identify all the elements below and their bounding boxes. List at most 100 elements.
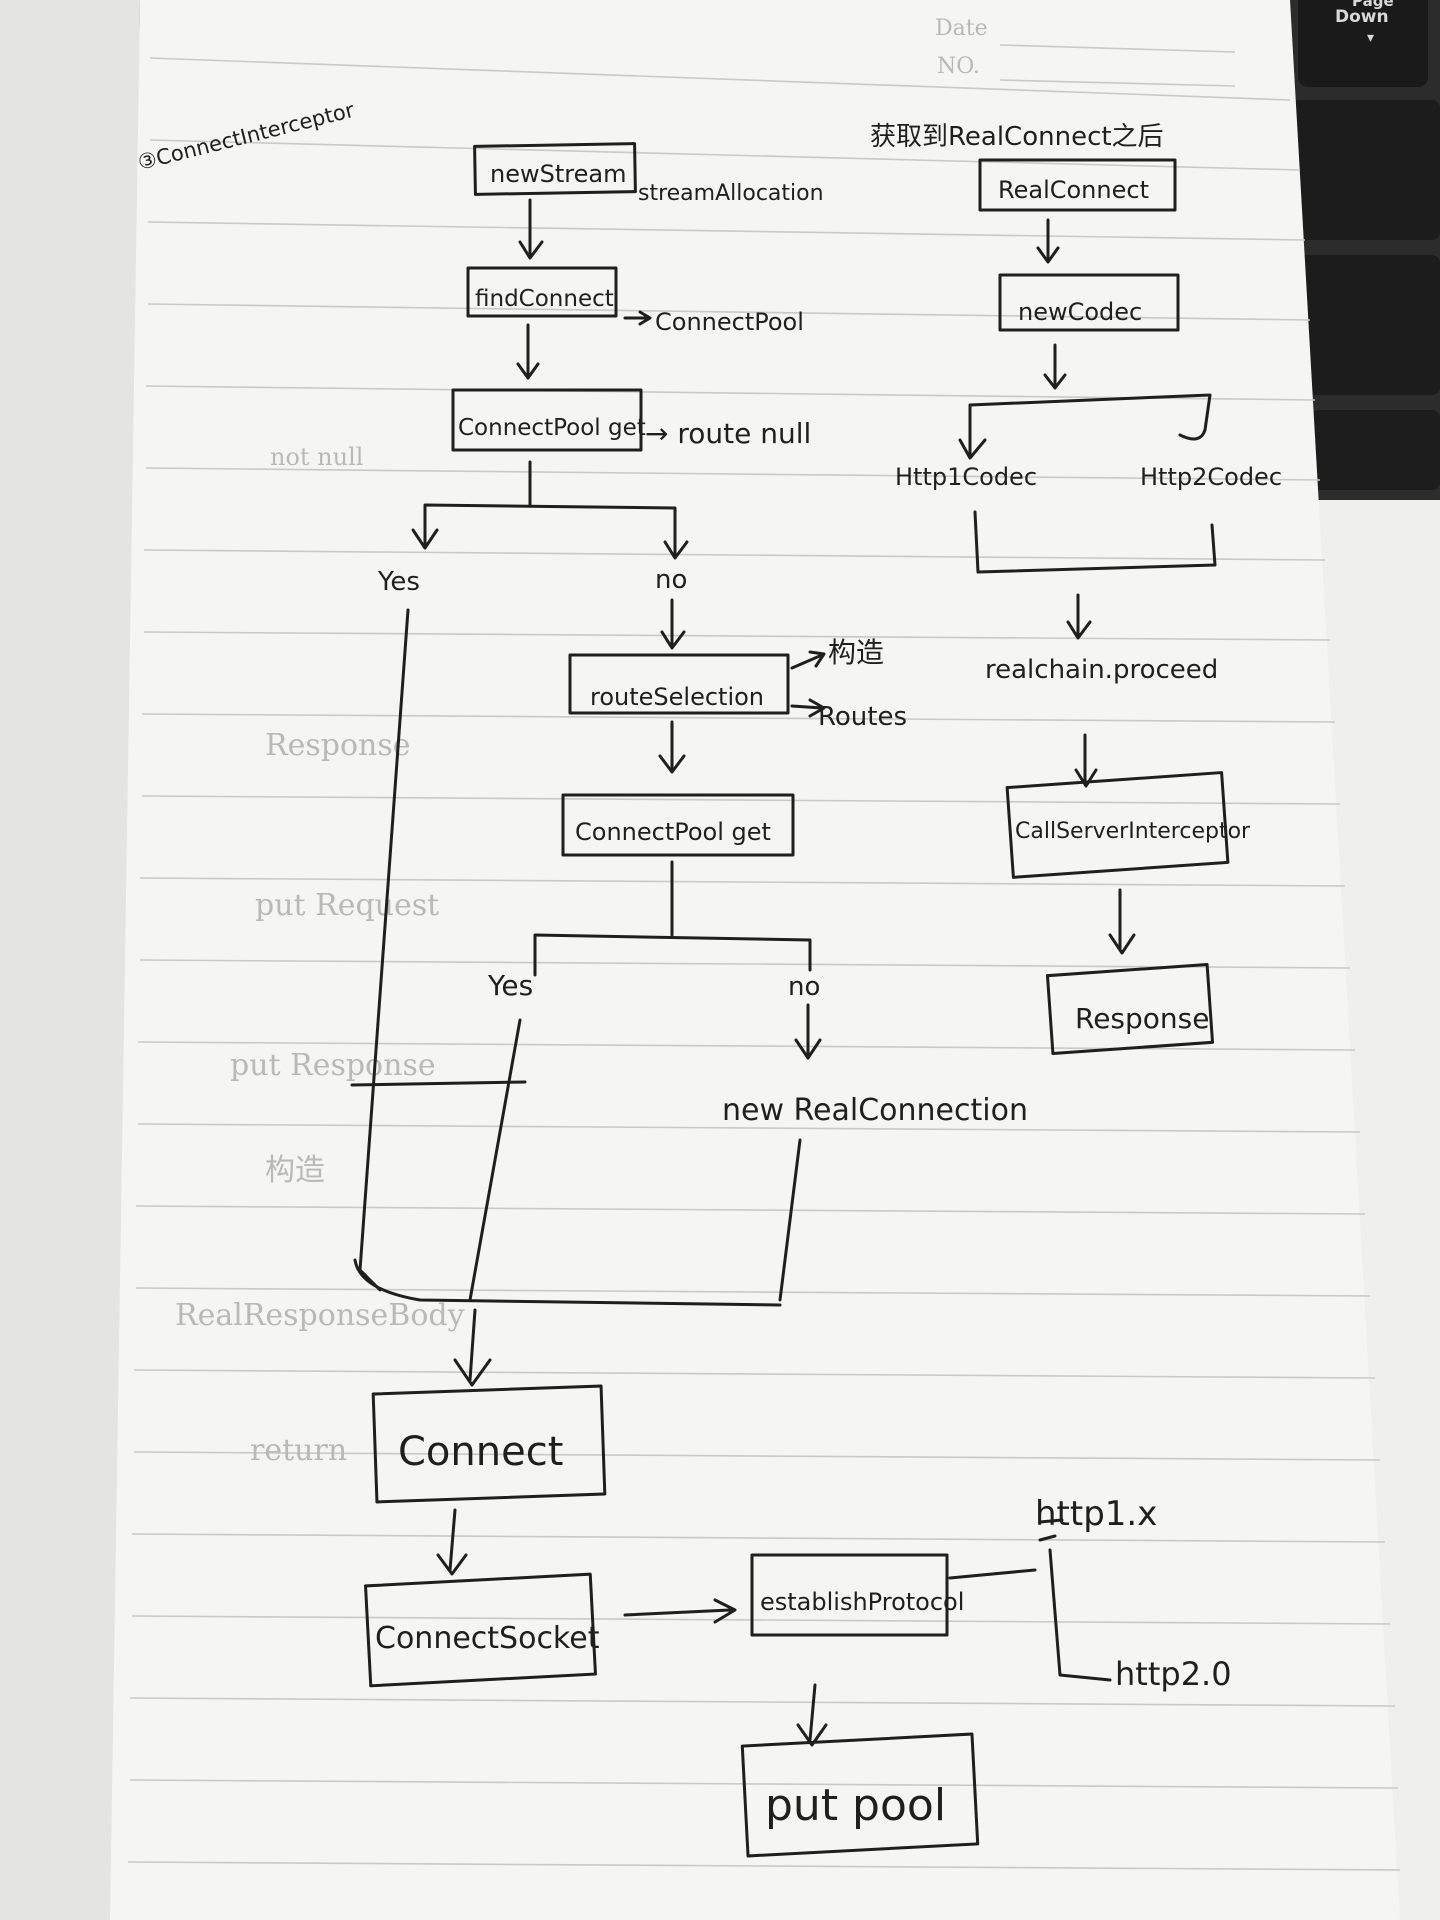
route-selection-arrows — [790, 650, 826, 718]
arrow-to-establish — [623, 1598, 737, 1624]
response-box — [1045, 963, 1215, 1055]
connect-pool-get-2-label: ConnectPool get — [575, 818, 771, 846]
svg-text:构造: 构造 — [265, 1153, 325, 1188]
connect-pool-get-2-box — [561, 793, 795, 857]
connect-node: Connect — [371, 1384, 607, 1504]
stream-allocation-label: streamAllocation — [638, 181, 824, 206]
arrow-5 — [794, 1003, 822, 1060]
connect-label: Connect — [398, 1429, 563, 1475]
new-stream-box — [473, 142, 637, 196]
arrow-to-connect — [453, 1308, 492, 1387]
new-stream-label: newStream — [490, 160, 626, 188]
connect-pool-get-box — [451, 388, 643, 452]
new-real-connection-label: new RealConnection — [722, 1093, 1028, 1128]
arrow-1 — [518, 198, 544, 260]
arrow-4 — [658, 720, 686, 774]
connect-socket-node: ConnectSocket — [364, 1572, 600, 1688]
http20-label: http2.0 — [1115, 1655, 1232, 1693]
main-page — [110, 0, 1400, 1920]
route-selection-label: routeSelection — [590, 683, 764, 711]
connect-pool-get-2-node: ConnectPool get — [561, 793, 795, 857]
branch-r — [958, 393, 1212, 460]
routes-label: Routes — [818, 702, 907, 732]
find-connect-node: findConnect — [466, 266, 618, 318]
svg-text:return: return — [250, 1433, 347, 1468]
branch-1 — [411, 503, 689, 560]
ruled-lines — [127, 57, 1401, 1871]
bleed-through-text: Response put Request put Response 构造 Rea… — [175, 443, 465, 1468]
real-connect-box — [978, 158, 1177, 212]
no-label: NO. — [937, 54, 980, 79]
svg-text:put Response: put Response — [230, 1048, 436, 1083]
arrow-2 — [516, 323, 540, 380]
arrow-to-put-pool — [796, 1683, 828, 1747]
svg-text:RealResponseBody: RealResponseBody — [175, 1298, 465, 1333]
no-underline — [999, 79, 1236, 87]
arrow-to-pool — [623, 310, 652, 326]
http1-codec-label: Http1Codec — [895, 463, 1037, 491]
arrow-to-http — [948, 1568, 1037, 1580]
route-selection-node: routeSelection — [568, 653, 790, 715]
keyboard-page-down-key: Page Down ▾ — [1288, 0, 1440, 490]
response-label: Response — [1075, 1002, 1209, 1035]
no-2-label: no — [788, 972, 820, 1002]
key-label-top: Page — [1352, 0, 1394, 10]
construct-label: 构造 — [828, 636, 884, 669]
date-underline — [999, 44, 1236, 53]
http1x-label: http1.x — [1035, 1494, 1157, 1534]
connect-socket-box — [364, 1572, 597, 1688]
merge-crossbar — [350, 1080, 527, 1087]
connect-pool-get-label: ConnectPool get — [458, 415, 646, 441]
yes-2-label: Yes — [487, 969, 533, 1002]
merge-bottom — [353, 1258, 782, 1307]
establish-protocol-node: establishProtocol — [750, 1553, 964, 1637]
arrow-to-socket — [436, 1508, 468, 1576]
key-label-main: Down — [1335, 7, 1389, 27]
arrow-r5 — [1108, 888, 1136, 955]
callserver-interceptor-box — [1005, 771, 1230, 879]
svg-text:not null: not null — [270, 443, 363, 471]
http-branch — [1038, 1518, 1112, 1682]
svg-text:Response: Response — [265, 728, 410, 763]
left-page — [0, 0, 140, 1920]
establish-protocol-box — [750, 1553, 949, 1637]
new-codec-node: newCodec — [998, 273, 1180, 332]
arrow-r4 — [1074, 733, 1098, 788]
callserver-interceptor-label: CallServerInterceptor — [1015, 819, 1251, 844]
route-null-label: → route null — [645, 417, 811, 450]
response-node: Response — [1045, 963, 1215, 1055]
put-pool-node: put pool — [740, 1732, 980, 1858]
real-connect-label: RealConnect — [998, 176, 1149, 204]
new-stream-node: newStream — [473, 142, 637, 196]
new-codec-box — [998, 273, 1180, 332]
new-codec-label: newCodec — [1018, 298, 1142, 326]
yes-2-line — [468, 1018, 522, 1302]
realchain-proceed-label: realchain.proceed — [985, 655, 1218, 685]
put-pool-label: put pool — [765, 1780, 946, 1831]
real-connect-node: RealConnect — [978, 158, 1177, 212]
put-pool-box — [740, 1732, 980, 1858]
new-conn-line — [778, 1138, 802, 1302]
right-title: 获取到RealConnect之后 — [870, 122, 1164, 152]
branch-2 — [533, 933, 812, 977]
http2-codec-label: Http2Codec — [1140, 463, 1282, 491]
no-1-label: no — [655, 565, 687, 595]
svg-text:put Request: put Request — [255, 888, 439, 923]
establish-protocol-label: establishProtocol — [760, 1588, 964, 1616]
arrow-r3 — [1066, 593, 1092, 640]
connect-pool-get-node: ConnectPool get — [451, 388, 646, 452]
yes-1-label: Yes — [377, 567, 420, 597]
route-selection-box — [568, 653, 790, 715]
arrow-3 — [660, 598, 686, 650]
callserver-interceptor-node: CallServerInterceptor — [1005, 771, 1251, 879]
connect-pool-label: ConnectPool — [655, 308, 804, 336]
merge-r — [973, 510, 1217, 574]
arrow-r2 — [1043, 343, 1067, 390]
find-connect-label: findConnect — [475, 286, 614, 312]
date-label: Date — [935, 16, 988, 41]
key-arrow: ▾ — [1367, 30, 1374, 46]
arrow-r1 — [1036, 218, 1060, 264]
connect-socket-label: ConnectSocket — [375, 1621, 600, 1656]
find-connect-box — [466, 266, 618, 318]
